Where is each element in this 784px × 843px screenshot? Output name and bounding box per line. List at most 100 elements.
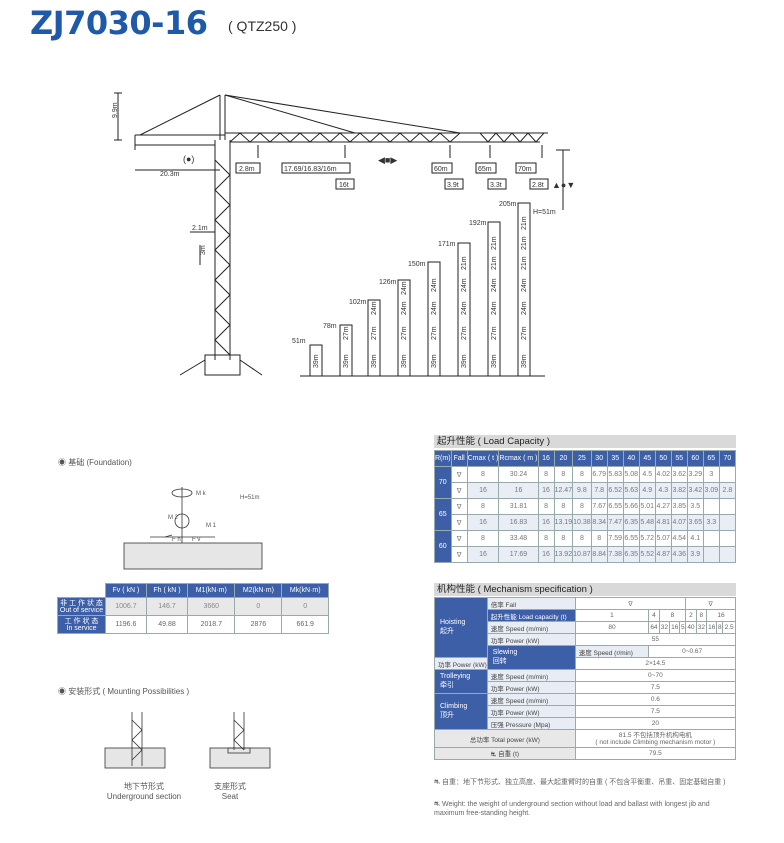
seg-27-f: 27m [491, 326, 498, 340]
load-value-cell: 3.62 [670, 466, 688, 483]
seg-27-a: 27m [343, 326, 350, 340]
fall-icon: ᐁ [450, 530, 468, 547]
load-value-cell: 8 [466, 466, 500, 483]
trolley-min-label: 2.8m [239, 166, 255, 173]
load-value-cell: 16 [537, 514, 555, 531]
load-value-cell [718, 546, 737, 563]
load-value-cell: 4.07 [670, 514, 688, 531]
load-value-cell: 16 [537, 546, 555, 563]
load-value-cell: 4.02 [654, 466, 672, 483]
seg-39-f: 39m [461, 354, 468, 368]
load-capacity-title: 起升性能 ( Load Capacity ) [434, 435, 736, 448]
load-value-cell: 5.01 [638, 498, 656, 515]
load-value-cell: 3.29 [686, 466, 704, 483]
seg-24-e: 24m [431, 278, 438, 292]
height-top-label: 9.9m [112, 102, 119, 118]
load-value-cell: 16 [466, 514, 500, 531]
foundation-table: Fv ( kN ) Fh ( kN ) M1(kN·m) M2(kN·m) Mk… [57, 583, 329, 634]
load-value-cell: 4.54 [670, 530, 688, 547]
foundation-diagram: M k H=51m M 2 M 1 F h F v [123, 487, 263, 570]
load-value-cell: 6.35 [622, 546, 640, 563]
seg-39-c: 39m [371, 354, 378, 368]
load-value-cell: 3 [702, 466, 720, 483]
load-value-cell: 8 [572, 530, 592, 547]
load-header-cell: 50 [654, 450, 672, 467]
slewing-icon: (●) [183, 154, 194, 164]
load-value-cell [702, 530, 720, 547]
load-value-cell: 5.63 [622, 482, 640, 499]
free-height-label: H=51m [533, 209, 556, 216]
load-value-cell: 12.47 [553, 482, 574, 499]
load-value-cell: 4.81 [654, 514, 672, 531]
load-radius-cell: 60 [434, 530, 452, 563]
seg-39-a: 39m [313, 354, 320, 368]
load-header-cell: 40 [622, 450, 640, 467]
height-171: 171m [438, 241, 456, 248]
load-header-cell: 20 [553, 450, 574, 467]
fall-icon: ᐁ [450, 546, 468, 563]
seg-39-h: 39m [521, 354, 528, 368]
load-value-cell: 2.8 [718, 482, 737, 499]
load-header-cell: 35 [606, 450, 624, 467]
seg-21-a: 21m [461, 256, 468, 270]
seg-21-b: 21m [491, 256, 498, 270]
load-value-cell: 3.82 [670, 482, 688, 499]
jib-60-label: 60m [434, 166, 448, 173]
load-value-cell: 3.5 [686, 498, 704, 515]
load-value-cell: 33.48 [498, 530, 539, 547]
load-value-cell: 3.85 [670, 498, 688, 515]
mk-label: M k [196, 491, 207, 497]
load-value-cell: 7.38 [606, 546, 624, 563]
load-header-cell: 25 [572, 450, 592, 467]
seg-27-g: 27m [521, 326, 528, 340]
load-value-cell: 6.55 [622, 530, 640, 547]
load-value-cell: 9.8 [572, 482, 592, 499]
load-value-cell: 8 [466, 498, 500, 515]
mounting-diagram [104, 712, 271, 769]
foundation-corner [57, 583, 106, 598]
load-value-cell: 31.81 [498, 498, 539, 515]
load-16t-label: 16t [339, 182, 349, 189]
load-value-cell: 8 [553, 530, 574, 547]
m2-label: M 2 [168, 515, 179, 521]
m1-label: M 1 [206, 523, 217, 529]
load-70-label: 2.8t [532, 182, 544, 189]
fall-icon: ᐁ [450, 514, 468, 531]
load-value-cell: 7.67 [590, 498, 608, 515]
col-mk: Mk(kN·m) [281, 583, 329, 598]
crane-diagram: 9.9m 20.3m 2.1m 3m H=51m 2.8m 17.69/16.8… [112, 92, 575, 377]
seg-24-j: 24m [521, 301, 528, 315]
seg-24-c: 24m [401, 281, 408, 295]
seg-24-i: 24m [491, 278, 498, 292]
weight-note-icon: ⛐ [434, 779, 441, 786]
col-fv: Fv ( kN ) [105, 583, 147, 598]
load-header-cell: Rcmax ( m ) [498, 450, 539, 467]
load-value-cell: 17.69 [498, 546, 539, 563]
load-value-cell: 8 [572, 466, 592, 483]
seg-24-g: 24m [461, 278, 468, 292]
load-value-cell [702, 498, 720, 515]
seg-21-e: 21m [521, 236, 528, 250]
trolley-arrow-icon: ◀■▶ [378, 155, 397, 165]
fall-8-icon: ᐁ [685, 597, 736, 610]
load-header-cell: 55 [670, 450, 688, 467]
load-value-cell: 6.55 [606, 498, 624, 515]
load-value-cell: 16.83 [498, 514, 539, 531]
weight-icon: ⛐ [490, 751, 497, 758]
load-value-cell: 8 [466, 530, 500, 547]
load-value-cell: 7.47 [606, 514, 624, 531]
mounting-title: ◉ 安装形式 ( Mounting Possibilities ) [58, 687, 190, 696]
load-value-cell: 16 [466, 546, 500, 563]
seg-24-b: 24m [401, 301, 408, 315]
mechanism-title: 机构性能 ( Mechanism specification ) [434, 583, 736, 596]
fall-icon: ᐁ [450, 498, 468, 515]
load-value-cell: 8 [572, 498, 592, 515]
load-value-cell: 3.42 [686, 482, 704, 499]
height-150: 150m [408, 261, 426, 268]
load-value-cell: 10.38 [572, 514, 592, 531]
load-header-cell: 30 [590, 450, 608, 467]
